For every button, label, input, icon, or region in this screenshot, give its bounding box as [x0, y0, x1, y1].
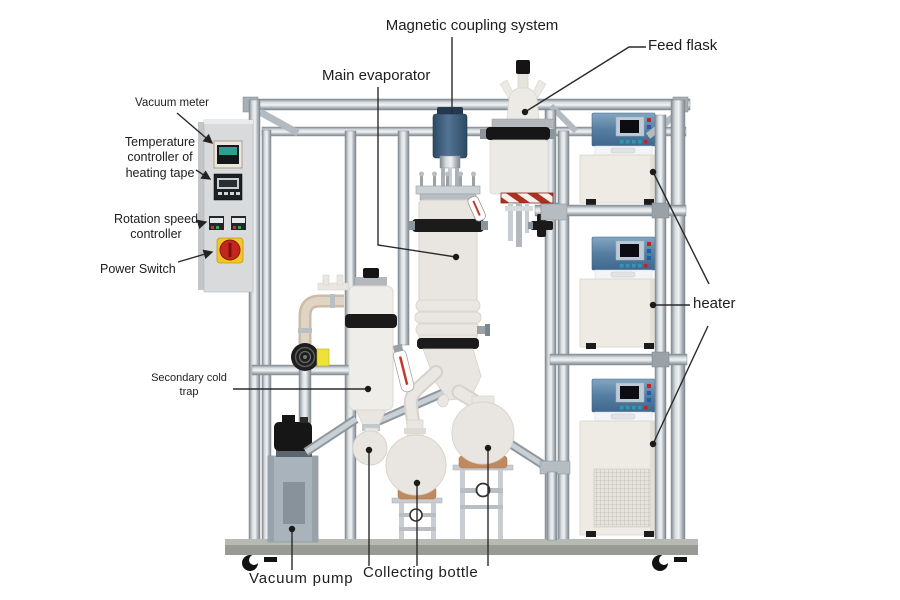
label-collecting-bottle: Collecting bottle — [363, 564, 479, 581]
leader-dots — [288, 108, 657, 533]
label-main-evaporator: Main evaporator — [322, 67, 431, 84]
temperature-controller-unit — [213, 173, 243, 201]
hazard-stripe-tape — [500, 192, 554, 204]
frame-front — [242, 96, 691, 542]
caster-wheel-left — [242, 555, 277, 571]
heater-3 — [579, 378, 664, 537]
heater-2 — [579, 236, 664, 349]
caster-wheel-right — [652, 555, 687, 571]
secondary-cold-trap-assembly — [291, 268, 397, 466]
vacuum-pump-unit — [267, 368, 319, 543]
label-secondary-cold-trap: Secondary cold trap — [151, 372, 227, 399]
cold-trap-cylinder — [348, 285, 394, 411]
base-plate — [225, 539, 698, 571]
power-switch-button — [216, 237, 244, 264]
collecting-bottle-1 — [385, 434, 447, 496]
thermometer — [392, 343, 415, 393]
pump-motor — [274, 422, 312, 451]
main-evaporator-assembly — [392, 107, 490, 435]
heater-stack — [579, 112, 664, 537]
lab-jack-stand-2 — [452, 464, 514, 539]
label-vacuum-meter: Vacuum meter — [135, 97, 209, 109]
vacuum-gauge-head — [291, 343, 330, 371]
leader-lines — [176, 37, 710, 570]
feed-flask-assembly — [467, 60, 568, 247]
collecting-bottle-2 — [451, 401, 515, 465]
heater-vent-grille — [593, 468, 651, 528]
label-rotation-speed-controller: Rotation speed controller — [113, 212, 199, 242]
feed-flask-glass — [505, 87, 541, 129]
label-temperature-controller: Temperature controller of heating tape — [124, 135, 196, 180]
label-power-switch: Power Switch — [100, 262, 176, 276]
label-magnetic-coupling-system: Magnetic coupling system — [385, 17, 559, 34]
control-panel — [198, 119, 254, 293]
label-feed-flask: Feed flask — [648, 37, 718, 54]
label-heater: heater — [693, 295, 736, 312]
collecting-bottles — [385, 395, 515, 539]
label-vacuum-pump: Vacuum pump — [249, 570, 354, 587]
vacuum-meter-display — [213, 140, 243, 169]
heater-1 — [579, 112, 664, 205]
magnetic-coupling-motor — [432, 113, 468, 159]
rotation-speed-controller-units — [209, 216, 246, 230]
small-gauge — [467, 195, 486, 222]
